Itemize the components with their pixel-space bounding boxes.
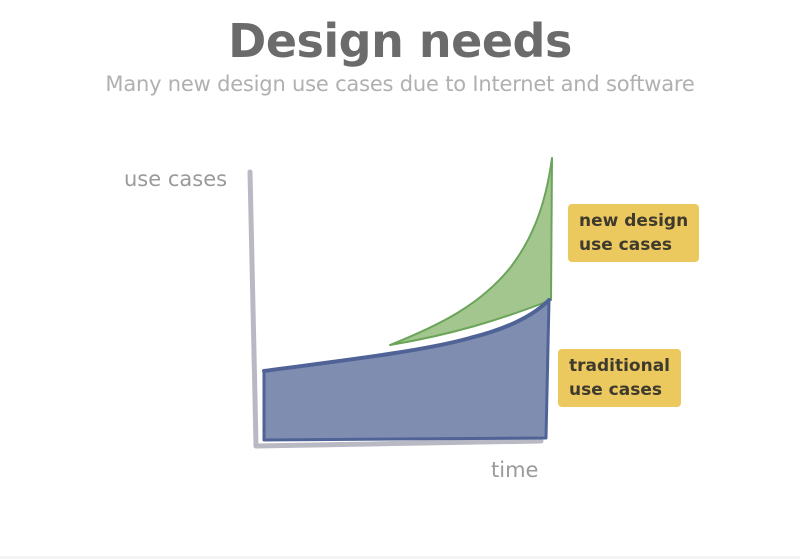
traditional-use-cases-top-edge [262, 298, 551, 373]
page-subtitle: Many new design use cases due to Interne… [105, 72, 695, 96]
new-use-cases-label: new design use cases [568, 204, 700, 262]
y-axis [247, 169, 259, 449]
traditional-use-cases-label: traditional use cases [558, 349, 682, 407]
page-title: Design needs [228, 14, 572, 68]
x-axis [253, 438, 544, 449]
new-use-cases-area [389, 157, 553, 346]
y-axis-label: use cases [124, 167, 228, 191]
x-axis-label: time [491, 458, 539, 482]
traditional-use-cases-area [262, 298, 551, 442]
bottom-divider [0, 556, 800, 559]
